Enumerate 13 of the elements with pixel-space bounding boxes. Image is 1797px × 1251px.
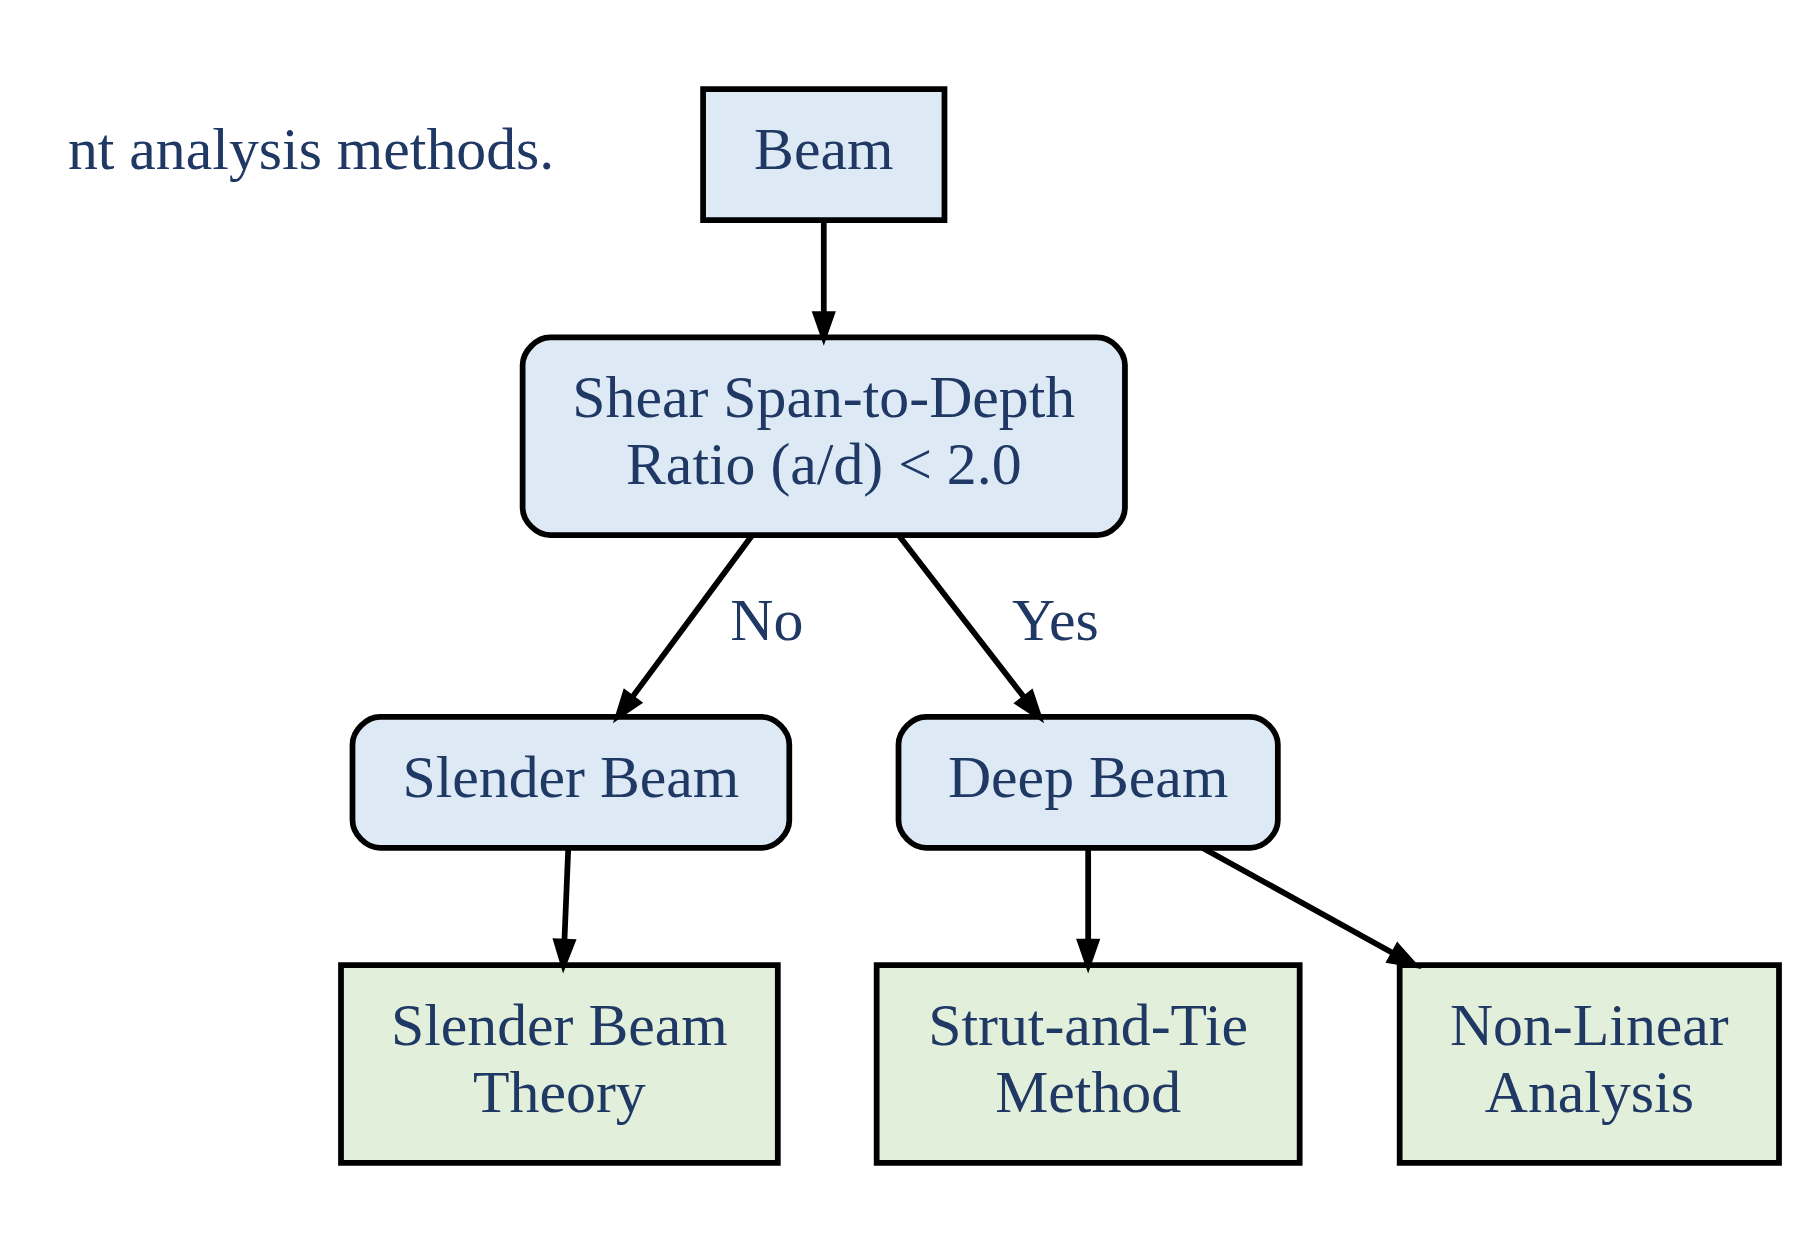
edge-label: No	[730, 586, 804, 653]
arrow	[552, 847, 577, 973]
node-box: Beam	[700, 85, 948, 223]
node-box: Deep Beam	[895, 713, 1281, 851]
label: nt analysis methods.	[67, 115, 555, 182]
node-box: Shear Span-to-Depth Ratio (a/d) < 2.0	[519, 334, 1128, 538]
node-box: Slender Beam	[349, 713, 793, 851]
edge-label: Yes	[1011, 586, 1099, 653]
node-box: Slender Beam Theory	[338, 961, 781, 1166]
node-box: Strut-and-Tie Method	[873, 961, 1303, 1166]
arrow	[811, 220, 836, 346]
arrow	[1076, 847, 1101, 973]
node-box: Non-Linear Analysis	[1396, 961, 1782, 1166]
